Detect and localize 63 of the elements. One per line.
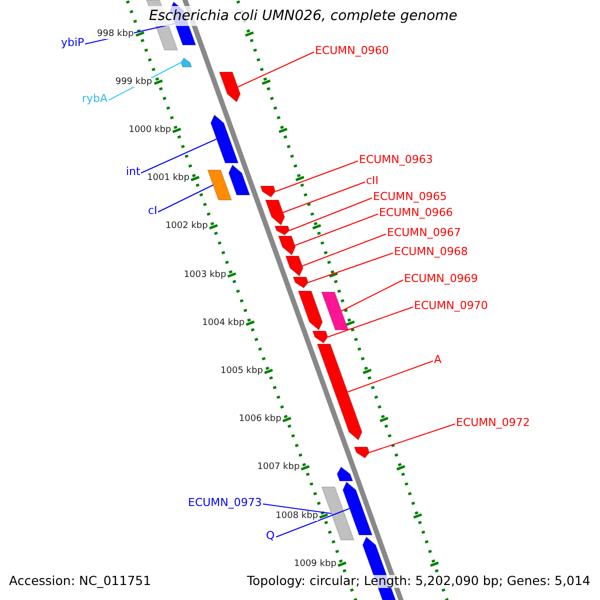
leader-line	[308, 252, 394, 283]
gene-label: ECUMN_0966	[379, 206, 453, 218]
leader-line	[237, 52, 314, 88]
scale-label: 1008 kbp	[276, 512, 318, 520]
scale-label: 998 kbp	[97, 30, 134, 38]
leader-line	[158, 184, 214, 212]
leader-line	[340, 280, 404, 312]
gene-label: ECUMN_0963	[359, 154, 433, 164]
gene-label: Q	[266, 530, 275, 540]
gene-feature	[292, 276, 309, 289]
gene-block	[206, 170, 232, 200]
scale-label: 1007 kbp	[257, 463, 300, 472]
scale-label: 999 kbp	[115, 78, 152, 87]
gene-block	[321, 486, 355, 540]
gene-feature	[180, 57, 192, 68]
scale-label: 1001 kbp	[147, 174, 190, 184]
leader-line	[276, 508, 350, 538]
gene-feature	[284, 256, 304, 277]
gene-feature	[354, 446, 370, 459]
leader-line	[282, 182, 366, 213]
leader-line	[140, 138, 218, 174]
gene-label: ybiP	[61, 36, 84, 48]
genome-info-text: Topology: circular; Length: 5,202,090 bp; Genes: 5,014	[247, 575, 590, 588]
leader-line	[327, 306, 414, 338]
scale-label: 1002 kbp	[165, 222, 208, 232]
gene-label: ECUMN_0965	[373, 190, 447, 202]
scale-label: 1004 kbp	[202, 318, 245, 328]
leader-line	[347, 360, 434, 392]
gene-label: rybA	[82, 92, 108, 104]
scale-label: 1000 kbp	[128, 126, 172, 135]
leader-line	[294, 214, 378, 246]
leader-line	[274, 160, 358, 192]
gene-label: ECUMN_0972	[456, 416, 530, 428]
gene-feature	[274, 226, 290, 236]
gene-feature	[298, 290, 323, 331]
gene-feature	[228, 164, 250, 196]
gene-feature	[218, 72, 241, 103]
leader-line	[262, 504, 332, 514]
leader-line	[368, 424, 456, 453]
scale-label: 1009 kbp	[294, 560, 336, 569]
scale-label: 1003 kbp	[184, 270, 226, 280]
leader-line	[288, 198, 372, 231]
gene-feature	[316, 344, 363, 441]
gene-label: cII	[366, 174, 379, 186]
gene-feature	[312, 330, 328, 344]
gene-label: ECUMN_0960	[315, 44, 389, 56]
gene-block	[320, 292, 350, 330]
gene-label: ECUMN_0973	[188, 496, 262, 508]
gene-feature	[210, 114, 239, 164]
gene-feature	[336, 466, 354, 482]
leader-line	[302, 234, 386, 266]
gene-label: ECUMN_0970	[414, 300, 488, 310]
accession-text: Accession: NC_011751	[9, 575, 152, 588]
gene-feature	[342, 481, 373, 536]
gene-label: cI	[148, 204, 158, 216]
scale-label: 1005 kbp	[220, 366, 263, 376]
gene-label: A	[434, 354, 442, 364]
gene-label: ECUMN_0969	[404, 272, 478, 284]
gene-label: int	[126, 166, 140, 176]
gene-label: ECUMN_0968	[394, 246, 468, 256]
scale-label: 1006 kbp	[238, 415, 282, 424]
gene-feature	[260, 186, 276, 198]
gene-label: ECUMN_0967	[387, 226, 461, 238]
